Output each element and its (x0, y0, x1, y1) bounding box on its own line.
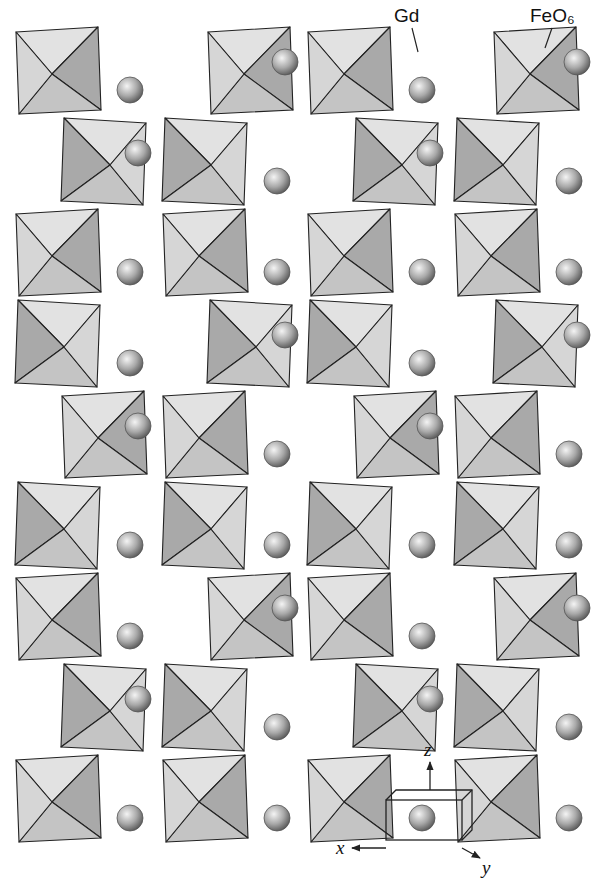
gd-atom (564, 322, 590, 348)
gd-atoms (117, 49, 590, 831)
octahedron-face (16, 578, 52, 660)
gd-atom (272, 595, 298, 621)
octahedron-face (16, 32, 52, 114)
gd-atom (264, 441, 290, 467)
gd-atom (564, 595, 590, 621)
polyhedron-label: FeO₆ (530, 6, 575, 25)
gd-atom (117, 623, 143, 649)
gd-atom (117, 77, 143, 103)
octahedron-face (356, 487, 392, 569)
octahedron-face (503, 669, 539, 751)
octahedron-face (308, 32, 344, 114)
gd-atom (556, 714, 582, 740)
octahedron-face (163, 396, 199, 478)
octahedron-face (503, 123, 539, 205)
gd-atom (409, 259, 435, 285)
gd-atom (117, 259, 143, 285)
octahedron-face (208, 32, 244, 114)
octahedron-face (308, 760, 344, 842)
gd-atom (556, 805, 582, 831)
octahedron-face (211, 487, 247, 569)
gd-atom (125, 140, 151, 166)
gd-atom (264, 168, 290, 194)
gd-atom (264, 532, 290, 558)
gd-atom (409, 77, 435, 103)
octahedron-face (455, 214, 491, 296)
octahedron-face (494, 32, 530, 114)
gd-atom (272, 322, 298, 348)
gd-atom (556, 532, 582, 558)
octahedron-face (208, 578, 244, 660)
axis-label: x (336, 838, 344, 857)
octahedron-face (308, 214, 344, 296)
octahedron-face (356, 305, 392, 387)
gd-atom (264, 805, 290, 831)
gd-atom (117, 805, 143, 831)
gd-atom (564, 49, 590, 75)
octahedron-face (62, 396, 98, 478)
leader-lines (412, 28, 552, 52)
gd-atom (409, 623, 435, 649)
gd-atom (264, 714, 290, 740)
gd-atom (409, 350, 435, 376)
gd-atom (556, 259, 582, 285)
gd-atom (125, 686, 151, 712)
octahedron-face (211, 123, 247, 205)
gd-atom (117, 532, 143, 558)
gd-atom (117, 350, 143, 376)
gd-atom (417, 686, 443, 712)
atom-label: Gd (394, 6, 419, 25)
gd-atom (417, 140, 443, 166)
gd-atom (417, 413, 443, 439)
octahedron-face (494, 578, 530, 660)
octahedron-face (16, 214, 52, 296)
gd-atom (264, 259, 290, 285)
octahedron-face (354, 396, 390, 478)
gd-atom (272, 49, 298, 75)
octahedron-face (211, 669, 247, 751)
octahedron-face (308, 578, 344, 660)
octahedron-face (163, 760, 199, 842)
octahedron-face (503, 487, 539, 569)
octahedron-face (455, 760, 491, 842)
axes-cube (352, 762, 480, 858)
axis-label: z (424, 740, 431, 759)
gd-atom (125, 413, 151, 439)
gd-atom (409, 532, 435, 558)
octahedron-face (64, 305, 100, 387)
gd-atom (409, 805, 435, 831)
gd-atom (556, 168, 582, 194)
octahedron-face (16, 760, 52, 842)
octahedra-chains (15, 27, 579, 842)
octahedron-face (455, 396, 491, 478)
axis-label: y (482, 858, 490, 877)
octahedron-face (163, 214, 199, 296)
gd-atom (556, 441, 582, 467)
octahedron-face (64, 487, 100, 569)
